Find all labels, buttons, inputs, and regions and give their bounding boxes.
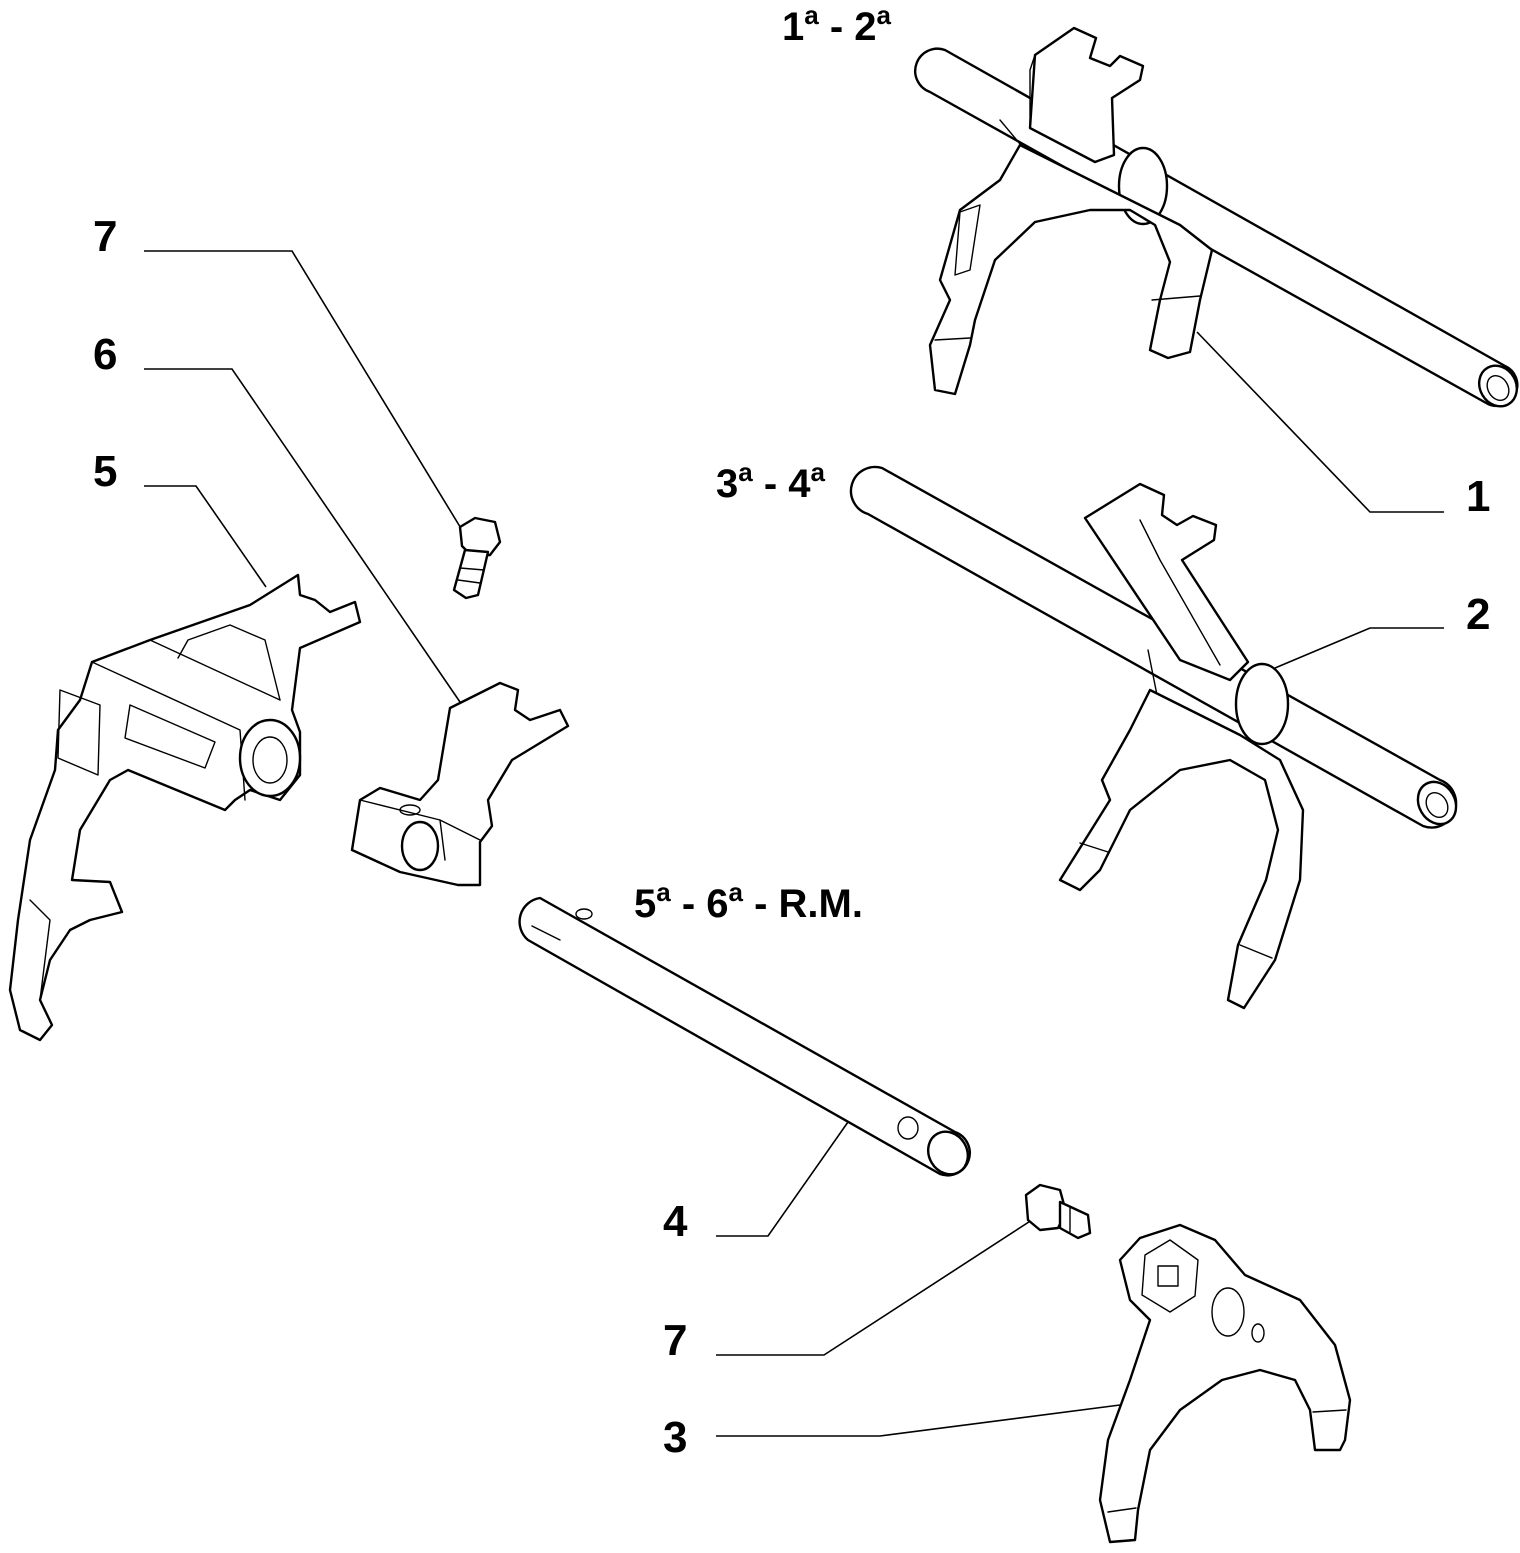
gear-label-5-6-rm: 5a - 6a - R.M. xyxy=(634,877,863,926)
leader-line-5 xyxy=(144,485,267,588)
callout-1: 1 xyxy=(1466,472,1490,521)
gear-label-1-2: 1a - 2a xyxy=(782,0,892,49)
callout-2: 2 xyxy=(1466,590,1490,639)
callout-7-top: 7 xyxy=(93,212,117,261)
part-3-fork xyxy=(1098,1223,1352,1544)
part-5-fork xyxy=(8,573,362,1042)
part-7-bolt-top xyxy=(452,516,502,600)
callout-5: 5 xyxy=(93,447,117,496)
leader-line-7-bottom xyxy=(716,1217,1036,1356)
callout-6: 6 xyxy=(93,330,117,379)
callout-7-bottom: 7 xyxy=(663,1316,687,1365)
part-4-rod xyxy=(518,896,971,1177)
gear-label-3-4: 3a - 4a xyxy=(716,457,826,506)
leader-line-7-top xyxy=(144,250,463,531)
part-6-selector xyxy=(350,681,570,887)
part-7-bolt-bottom xyxy=(1024,1183,1092,1240)
callout-3: 3 xyxy=(663,1413,687,1462)
leader-line-1 xyxy=(1196,331,1444,513)
leader-line-2 xyxy=(1274,627,1444,669)
leader-line-4 xyxy=(716,1121,849,1237)
part-1-fork-rod-1-2 xyxy=(914,26,1519,408)
leader-line-6 xyxy=(144,368,461,703)
leader-line-3 xyxy=(716,1404,1121,1437)
part-2-fork-rod-3-4 xyxy=(849,465,1458,1010)
callout-4: 4 xyxy=(663,1197,688,1246)
